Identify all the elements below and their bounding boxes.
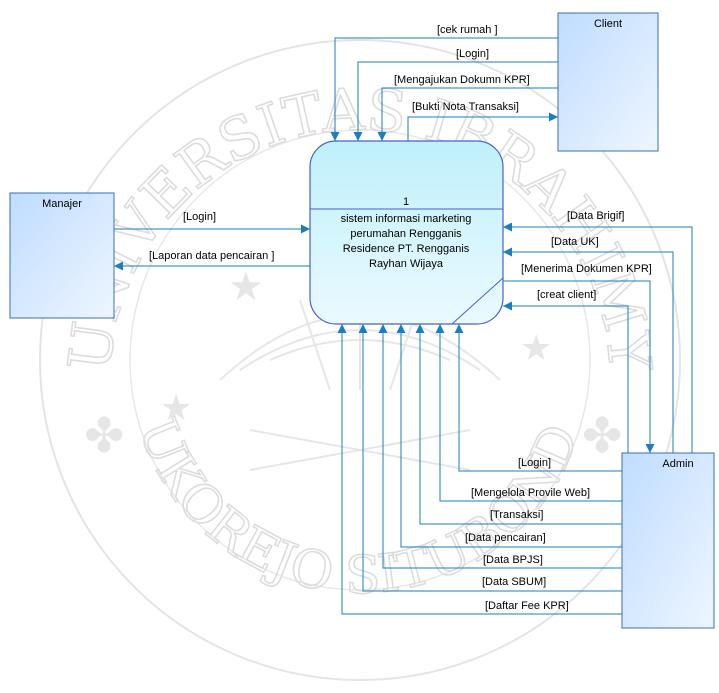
label-menerima-kpr: [Menerima Dokumen KPR]: [521, 263, 652, 275]
flower-icon: ✤: [582, 410, 622, 463]
flower-icon: ✤: [84, 410, 124, 463]
client-flows: [330, 37, 558, 141]
star-icon: ★: [520, 327, 552, 368]
flow-bukti-nota: [407, 112, 558, 141]
label-manajer-login: [Login]: [183, 211, 216, 223]
process-line-4: Rayhan Wijaya: [369, 258, 444, 270]
entity-manajer-label: Manajer: [42, 198, 82, 210]
label-data-brigif: [Data Brigif]: [567, 210, 624, 222]
label-mengelola-web: [Mengelola Provile Web]: [471, 487, 590, 499]
process-1: 1 sistem informasi marketing perumahan R…: [309, 140, 504, 325]
label-data-uk: [Data UK]: [551, 236, 599, 248]
entity-admin-label: Admin: [662, 458, 693, 470]
flow-mengajukan-kpr: [377, 87, 558, 141]
label-admin-login: [Login]: [518, 457, 551, 469]
entity-admin: Admin: [621, 452, 715, 629]
entity-client-label: Client: [594, 18, 622, 30]
label-creat-client: [creat client]: [537, 289, 596, 301]
admin-right-flows: [503, 222, 693, 453]
label-mengajukan-kpr: [Mengajukan Dokumn KPR]: [394, 74, 530, 86]
entity-client: Client: [557, 12, 659, 152]
star-icon: ★: [228, 265, 264, 309]
label-transaksi: [Transaksi]: [490, 509, 543, 521]
star-icon: ★: [160, 387, 192, 428]
label-daftar-fee: [Daftar Fee KPR]: [485, 600, 569, 612]
flow-cek-rumah: [330, 37, 558, 141]
process-line-2: perumahan Rengganis: [350, 228, 462, 240]
process-line-1: sistem informasi marketing: [341, 213, 472, 225]
flow-mengelola-web: [435, 324, 622, 502]
flow-data-sbum: [358, 324, 622, 592]
label-data-bpjs: [Data BPJS]: [483, 554, 543, 566]
admin-bottom-flows: [337, 324, 622, 615]
entity-manajer: Manajer: [9, 192, 115, 319]
flow-data-brigif: [503, 222, 693, 453]
process-line-3: Residence PT. Rengganis: [343, 243, 470, 255]
flow-data-bpjs: [378, 324, 622, 569]
flow-data-pencairan: [396, 324, 622, 548]
manajer-flows: [114, 224, 310, 271]
flow-data-uk: [503, 247, 674, 453]
flow-admin-login: [454, 324, 622, 472]
flow-menerima-kpr: [503, 280, 655, 453]
label-client-login: [Login]: [456, 48, 489, 60]
label-bukti-nota: [Bukti Nota Transaksi]: [412, 101, 519, 113]
process-number: 1: [403, 196, 409, 208]
flow-creat-client: [503, 301, 629, 453]
label-data-sbum: [Data SBUM]: [482, 576, 546, 588]
label-cek-rumah: [cek rumah ]: [437, 24, 498, 36]
flow-client-login: [353, 61, 558, 141]
flow-transaksi: [415, 324, 622, 525]
label-data-pencairan: [Data pencairan]: [465, 532, 546, 544]
flow-daftar-fee: [337, 324, 622, 615]
label-laporan: [Laporan data pencairan ]: [149, 250, 274, 262]
